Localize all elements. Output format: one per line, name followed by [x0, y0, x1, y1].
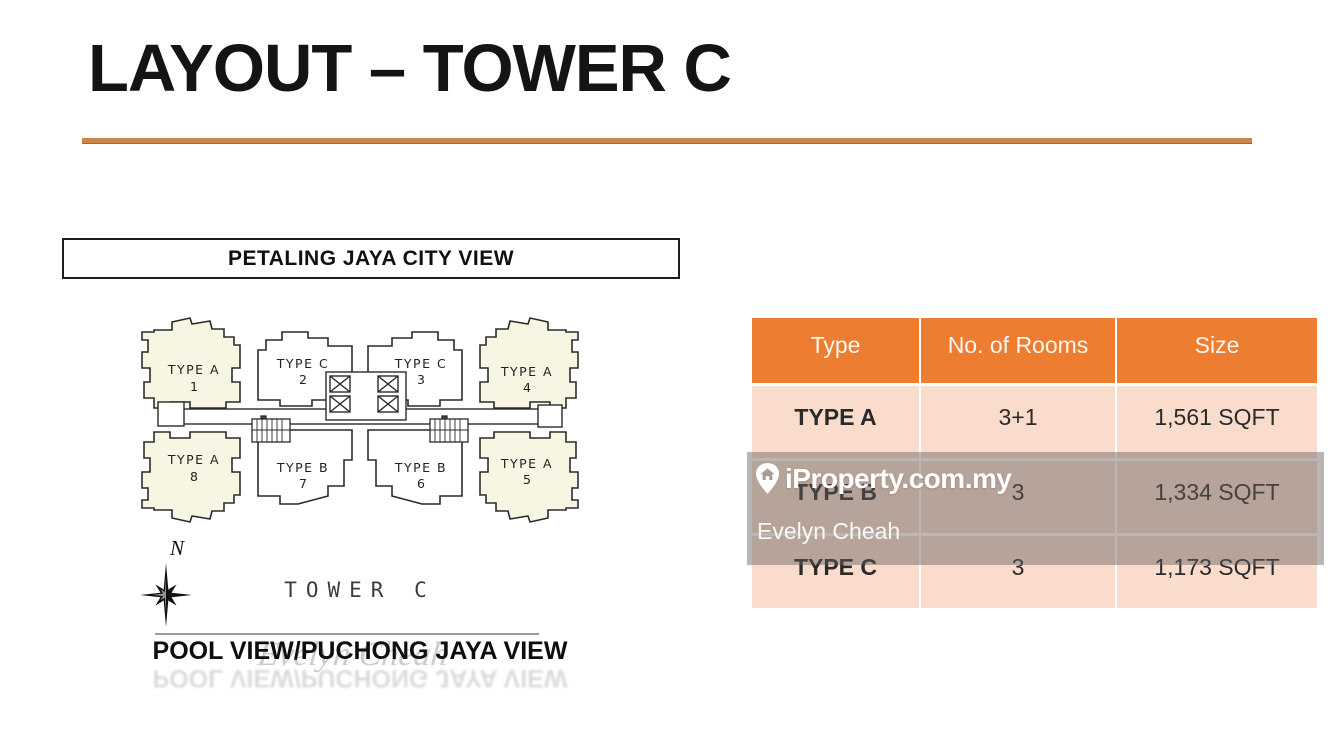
stairs: [251, 415, 469, 443]
location-pin-icon: [755, 463, 780, 494]
unit-8-label: TYPE A: [167, 452, 220, 467]
table-row-type-c-rooms: 3: [921, 536, 1115, 608]
lift-core: [325, 371, 407, 421]
table-row-type-c-type: TYPE C: [752, 536, 919, 608]
table-row-type-b-size: 1,334 SQFT: [1117, 461, 1317, 533]
watermark-agent-name: Evelyn Cheah: [757, 518, 901, 544]
unit-3-label: TYPE C: [394, 356, 447, 371]
plan-divider-line: [155, 633, 539, 635]
unit-4-number: 4: [523, 380, 531, 395]
unit-7-label: TYPE B: [276, 460, 329, 475]
watermark-brand-text: iProperty.com.my: [785, 462, 1012, 494]
unit-3-number: 3: [417, 372, 425, 387]
unit-6-number: 6: [417, 476, 425, 491]
unit-5-label: TYPE A: [500, 456, 553, 471]
table-header-rooms: No. of Rooms: [921, 318, 1115, 383]
table-row-type-a-rooms: 3+1: [921, 386, 1115, 458]
unit-2-label: TYPE C: [276, 356, 329, 371]
unit-6-label: TYPE B: [394, 460, 447, 475]
compass-north-label: N: [169, 536, 185, 560]
floor-plan-diagram: TYPE A 1 TYPE C 2 TYPE C 3 TYPE A 4 TYPE…: [141, 317, 579, 523]
unit-1-number: 1: [190, 379, 198, 394]
unit-spec-table: Type No. of Rooms Size TYPE A 3+1 1,561 …: [752, 318, 1317, 608]
unit-7-number: 7: [299, 476, 307, 491]
unit-8-number: 8: [190, 469, 198, 484]
unit-2-number: 2: [299, 372, 307, 387]
top-view-label: PETALING JAYA CITY VIEW: [62, 238, 680, 279]
watermark-logo: iProperty.com.my: [755, 462, 1012, 495]
unit-4-label: TYPE A: [500, 364, 553, 379]
page-title: LAYOUT – TOWER C: [88, 31, 732, 106]
watermark-band: iProperty.com.my Evelyn Cheah: [747, 452, 1324, 565]
unit-5-number: 5: [523, 472, 531, 487]
compass-icon: N: [140, 536, 192, 627]
table-row-type-a-type: TYPE A: [752, 386, 919, 458]
table-row-type-b-rooms: 3: [921, 461, 1115, 533]
table-row-type-b-type: TYPE B: [752, 461, 919, 533]
table-header-type: Type: [752, 318, 919, 383]
bottom-view-label: POOL VIEW/PUCHONG JAYA VIEW: [152, 637, 568, 665]
title-underline: [82, 138, 1252, 144]
table-row-type-a-size: 1,561 SQFT: [1117, 386, 1317, 458]
table-row-type-c-size: 1,173 SQFT: [1117, 536, 1317, 608]
table-header-size: Size: [1117, 318, 1317, 383]
unit-1-label: TYPE A: [167, 362, 220, 377]
tower-name-label: TOWER C: [284, 578, 436, 602]
